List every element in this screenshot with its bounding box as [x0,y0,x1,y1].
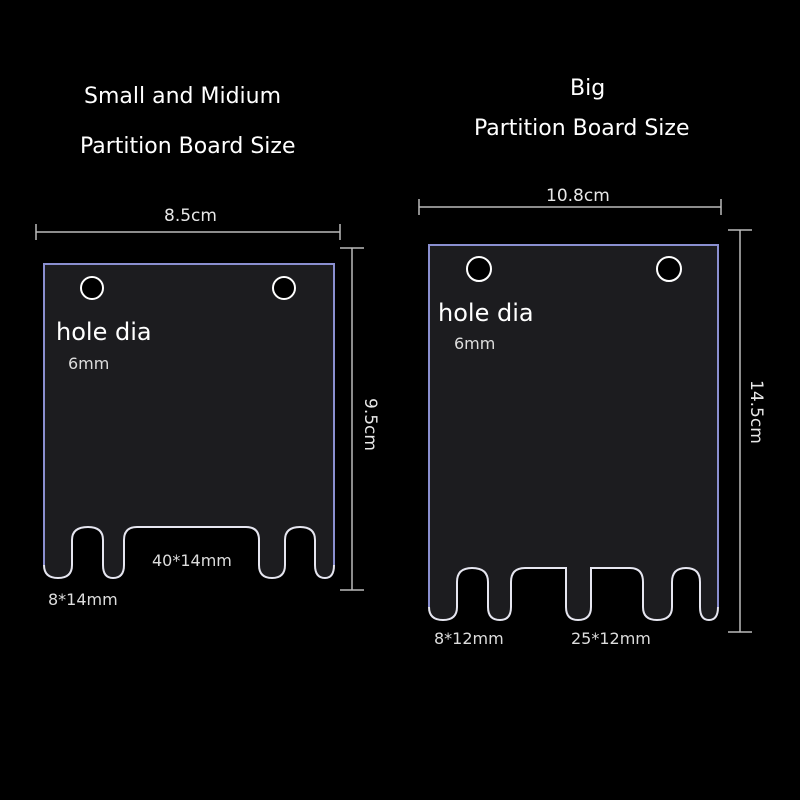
left-center-slot-label: 40*14mm [152,551,232,570]
right-height-dimension [728,229,752,633]
right-title-line1: Big [570,76,606,101]
right-title-line2: Partition Board Size [474,116,690,141]
left-board-outline [43,263,335,580]
right-board [418,199,752,633]
right-board-outline [428,244,719,622]
left-width-dimension [35,224,341,240]
right-height-label: 14.5cm [746,380,766,444]
right-width-label: 10.8cm [546,186,610,206]
left-board [35,224,364,591]
left-title-line1: Small and Midium [84,84,282,109]
right-hole-size: 6mm [454,334,496,353]
hole-icon [272,276,296,300]
left-height-label: 9.5cm [360,398,380,451]
right-hole-label: hole dia [438,299,534,327]
hole-icon [656,256,682,282]
hole-icon [466,256,492,282]
left-side-slot-label: 8*14mm [48,590,118,609]
left-height-dimension [340,247,364,591]
right-side-slot-label: 8*12mm [434,629,504,648]
right-center-slot-label: 25*12mm [571,629,651,648]
left-width-label: 8.5cm [164,206,217,226]
left-board-edge [43,263,335,565]
hole-icon [80,276,104,300]
right-board-edge [428,244,719,607]
right-width-dimension [418,199,722,215]
left-hole-size: 6mm [68,354,110,373]
left-hole-label: hole dia [56,318,152,346]
left-title-line2: Partition Board Size [80,134,296,159]
